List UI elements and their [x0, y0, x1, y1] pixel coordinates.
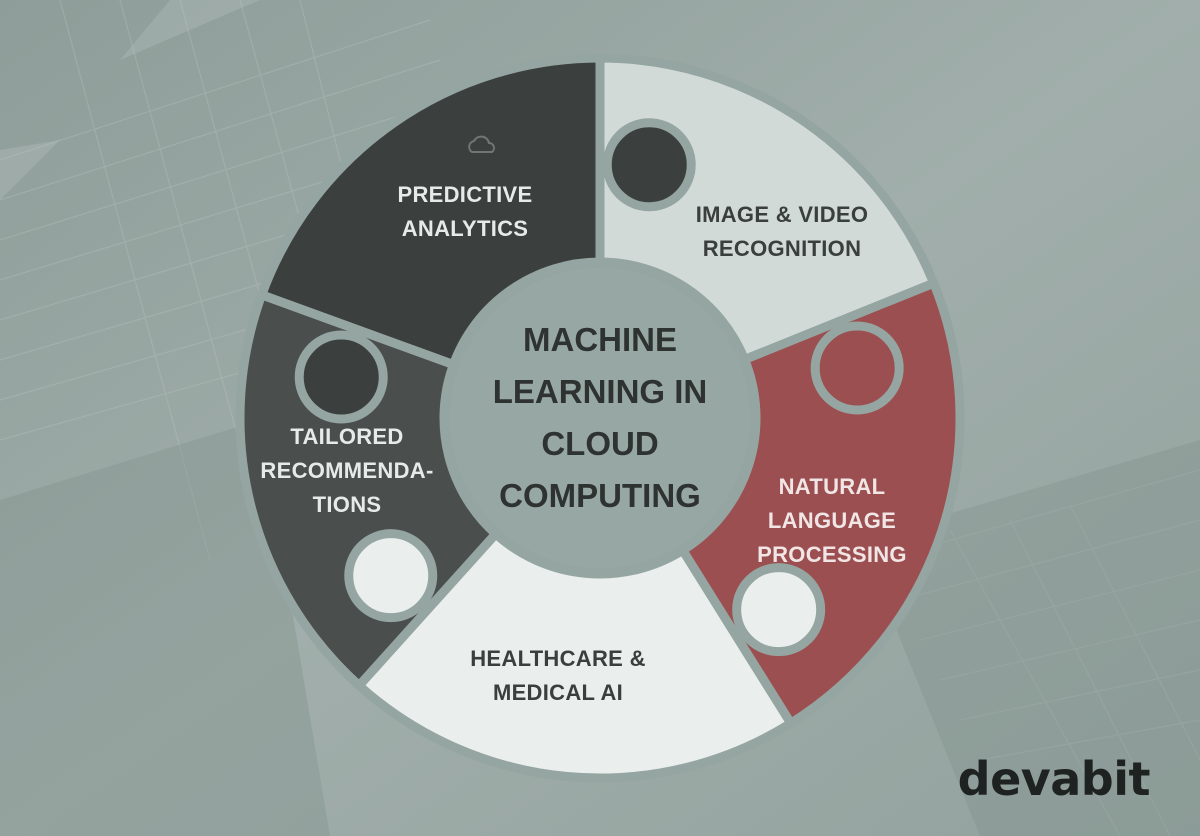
center-title: MACHINE LEARNING IN CLOUD COMPUTING	[493, 321, 708, 514]
puzzle-knob	[602, 118, 696, 212]
center-title-line: COMPUTING	[499, 477, 701, 514]
label-line: RECOGNITION	[703, 236, 862, 261]
natural-language-processing-label: NATURAL LANGUAGE PROCESSING	[757, 474, 907, 567]
label-line: ANALYTICS	[402, 216, 529, 241]
center-title-line: MACHINE	[523, 321, 677, 358]
tailored-recommendations-label: TAILORED RECOMMENDA- TIONS	[260, 424, 433, 517]
brand-logo: devabit	[957, 752, 1151, 806]
label-line: PREDICTIVE	[397, 182, 532, 207]
puzzle-knob	[810, 321, 904, 415]
label-line: HEALTHCARE &	[470, 646, 646, 671]
label-line: PROCESSING	[757, 542, 907, 567]
label-line: IMAGE & VIDEO	[696, 202, 869, 227]
label-line: TIONS	[313, 492, 382, 517]
puzzle-knob	[294, 330, 388, 424]
label-line: NATURAL	[779, 474, 886, 499]
puzzle-knob	[344, 529, 438, 623]
center-title-line: LEARNING IN	[493, 373, 708, 410]
label-line: TAILORED	[290, 424, 403, 449]
puzzle-knob	[732, 563, 826, 657]
label-line: LANGUAGE	[768, 508, 896, 533]
predictive-analytics-label: PREDICTIVE ANALYTICS	[397, 182, 532, 241]
image-video-recognition-label: IMAGE & VIDEO RECOGNITION	[696, 202, 869, 261]
label-line: RECOMMENDA-	[260, 458, 433, 483]
center-title-line: CLOUD	[541, 425, 658, 462]
healthcare-medical-ai-label: HEALTHCARE & MEDICAL AI	[470, 646, 646, 705]
label-line: MEDICAL AI	[493, 680, 623, 705]
center-circle	[442, 260, 758, 576]
cloud-icon	[468, 135, 495, 153]
